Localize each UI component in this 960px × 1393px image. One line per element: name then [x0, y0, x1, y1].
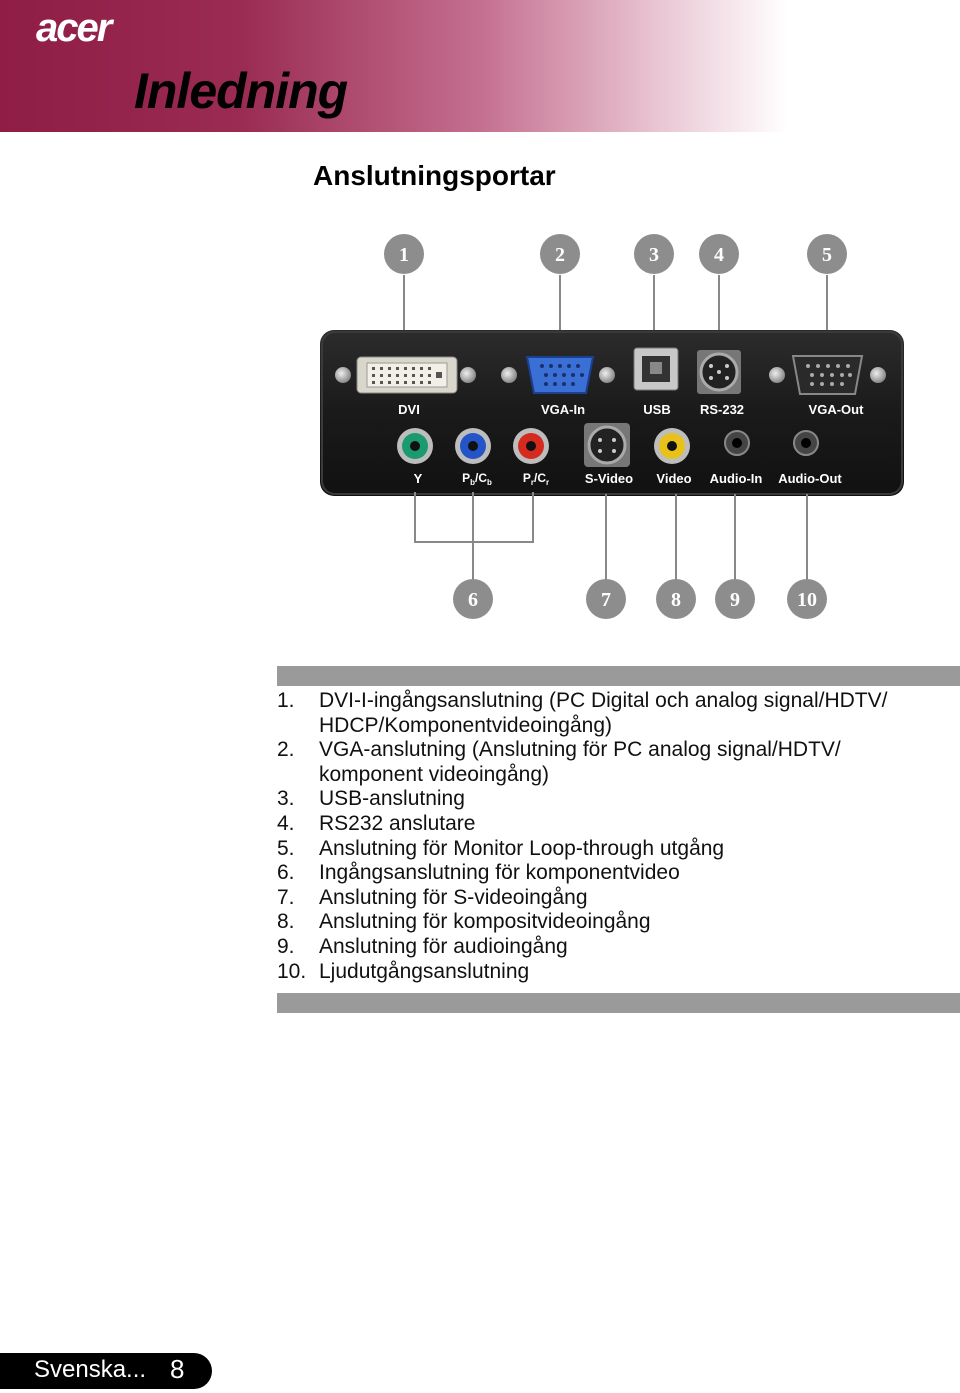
acer-logo: acer — [36, 6, 112, 50]
callout-7-circle — [586, 579, 626, 619]
list-item: 1.DVI-I-ingångsanslutning (PC Digital oc… — [277, 689, 888, 712]
page-number: 8 — [170, 1354, 185, 1384]
callout-2: 2 — [555, 244, 565, 266]
vga-out-port-icon — [791, 355, 864, 395]
y-jack-icon — [397, 428, 433, 464]
pr-label: Pr/Cr — [523, 471, 549, 487]
callout-10-circle — [787, 579, 827, 619]
audio-out-jack-icon — [793, 430, 819, 456]
rs232-port-icon — [697, 350, 741, 394]
list-item: 3.USB-anslutning — [277, 787, 465, 811]
callout-8: 8 — [671, 589, 681, 611]
pb-jack-icon — [455, 428, 491, 464]
connection-ports-diagram: DVI VGA-In USB RS-232 VGA-Out — [320, 234, 904, 619]
port-description-list: 1.DVI-I-ingångsanslutning (PC Digital oc… — [277, 689, 947, 984]
callout-9: 9 — [730, 589, 740, 611]
list-item: 7.Anslutning för S-videoingång — [277, 885, 588, 909]
list-item: 10.Ljudutgångsanslutning — [277, 959, 530, 983]
y-label: Y — [414, 471, 423, 486]
callout-3-circle — [634, 234, 674, 274]
vga-out-label: VGA-Out — [809, 402, 865, 417]
svideo-label: S-Video — [585, 471, 633, 486]
callout-6-circle — [453, 579, 493, 619]
chapter-title: Inledning — [134, 63, 348, 119]
callout-10: 10 — [797, 589, 817, 611]
bottom-leader-lines — [414, 492, 808, 580]
usb-label: USB — [643, 402, 670, 417]
pr-jack-icon — [513, 428, 549, 464]
callout-5-circle — [807, 234, 847, 274]
list-item: HDCP/Komponentvideoingång) — [319, 713, 613, 737]
callout-6: 6 — [468, 589, 478, 611]
section-title: Anslutningsportar — [313, 160, 556, 191]
footer-tab — [0, 1353, 212, 1389]
audio-out-label: Audio-Out — [778, 471, 842, 486]
rs232-label: RS-232 — [700, 402, 744, 417]
video-jack-icon — [654, 428, 690, 464]
list-item: 5.Anslutning för Monitor Loop-through ut… — [277, 836, 725, 860]
callout-2-circle — [540, 234, 580, 274]
pb-label: Pb/Cb — [462, 471, 492, 487]
svideo-jack-icon — [584, 423, 630, 467]
callout-1: 1 — [399, 244, 409, 266]
usb-port-icon — [633, 347, 679, 391]
footer-language: Svenska... — [34, 1356, 147, 1383]
bottom-callouts: 6 7 8 9 10 — [453, 579, 827, 619]
list-bottom-bar — [277, 993, 960, 1013]
vga-in-port-icon — [525, 356, 595, 394]
list-item: 8.Anslutning för kompositvideoingång — [277, 910, 651, 934]
list-item: 2.VGA-anslutning (Anslutning för PC anal… — [277, 738, 841, 762]
callout-3: 3 — [649, 244, 659, 266]
callout-4: 4 — [714, 244, 724, 266]
video-label: Video — [656, 471, 691, 486]
panel-screws — [335, 367, 886, 383]
dvi-port-icon — [356, 356, 458, 394]
list-item: 6.Ingångsanslutning för komponentvideo — [277, 861, 680, 885]
callout-7: 7 — [601, 589, 611, 611]
dvi-label: DVI — [398, 402, 420, 417]
callout-5: 5 — [822, 244, 832, 266]
callout-9-circle — [715, 579, 755, 619]
header-banner — [0, 0, 960, 132]
callout-4-circle — [699, 234, 739, 274]
list-item: 9.Anslutning för audioingång — [277, 934, 568, 958]
vga-in-label: VGA-In — [541, 402, 585, 417]
list-item: komponent videoingång) — [319, 762, 549, 786]
callout-8-circle — [656, 579, 696, 619]
list-item: 4.RS232 anslutare — [277, 811, 476, 835]
top-callouts: 1 2 3 4 5 — [384, 234, 847, 274]
callout-1-circle — [384, 234, 424, 274]
audio-in-label: Audio-In — [710, 471, 763, 486]
audio-in-jack-icon — [724, 430, 750, 456]
list-top-bar — [277, 666, 960, 686]
